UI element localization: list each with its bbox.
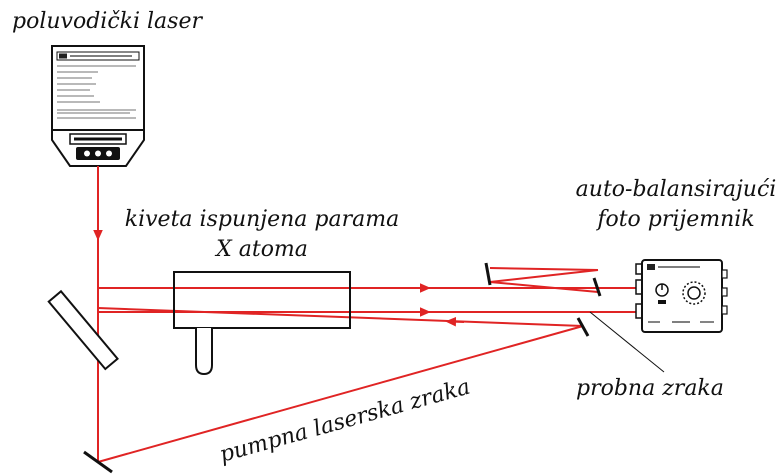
- pump-beam-arrow: [445, 316, 465, 327]
- folded-beam-1: [489, 267, 599, 271]
- beam-paths: [93, 166, 636, 463]
- detector-label-line2: foto prijemnik: [595, 207, 754, 232]
- probe-leader-line: [589, 311, 665, 373]
- cuvette-label-line1: kiveta ispunjena parama: [125, 207, 399, 232]
- photoreceiver-icon: [635, 259, 728, 333]
- vapor-cell-icon: [173, 271, 351, 376]
- fold-mirror-left-icon: [484, 262, 492, 286]
- bottom-mirror-icon: [83, 450, 113, 474]
- pump-beam-return: [97, 307, 584, 327]
- probe-label: probna zraka: [576, 376, 724, 401]
- right-pump-mirror-icon: [576, 317, 590, 337]
- beam-splitter-mirror-icon: [47, 289, 119, 371]
- pump-beam-lower: [97, 325, 584, 463]
- folded-beam-2: [489, 269, 599, 283]
- pump-label: pumpna laserska zraka: [217, 375, 473, 468]
- detector-label-line1: auto-balansirajući: [576, 177, 777, 202]
- semiconductor-laser-icon: [51, 45, 145, 167]
- folded-beam-3: [489, 281, 599, 293]
- cuvette-label-line2: X atoma: [214, 237, 308, 262]
- laser-label: poluvodički laser: [12, 9, 203, 34]
- fold-mirror-right-icon: [592, 277, 602, 297]
